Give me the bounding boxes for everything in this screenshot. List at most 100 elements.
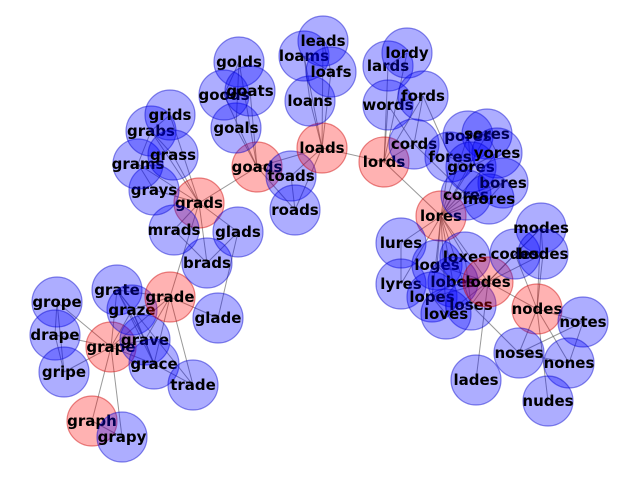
node-goods: goods — [198, 69, 250, 121]
node-grays: grays — [128, 164, 180, 216]
node-circle-loves — [420, 288, 472, 340]
edge-loams-loafs — [303, 55, 332, 73]
node-leads: leads — [297, 15, 349, 67]
edge-bores-mores — [488, 182, 504, 200]
node-circle-lobes — [427, 256, 479, 308]
node-circle-yores — [471, 127, 523, 179]
node-loads: loads — [296, 122, 348, 174]
node-label-grade: grade — [145, 288, 194, 306]
node-circle-loses — [445, 279, 497, 331]
edge-lodes-lades — [475, 281, 489, 381]
node-circle-grabs — [125, 105, 177, 157]
node-circle-golds — [213, 36, 265, 88]
node-label-leads: leads — [300, 32, 345, 50]
edge-grape-grave — [110, 339, 146, 348]
edge-drape-gripe — [54, 334, 65, 373]
node-loans: loans — [284, 75, 336, 127]
node-label-grids: grids — [149, 106, 192, 124]
edge-loads-toads — [290, 147, 323, 177]
node-label-lards: lards — [367, 57, 409, 75]
node-label-bores: bores — [479, 174, 527, 192]
node-circle-mores — [463, 173, 515, 225]
node-lures: lures — [375, 217, 427, 269]
node-circle-cores — [440, 169, 492, 221]
node-circle-bores — [477, 157, 529, 209]
node-label-loxes: loxes — [443, 248, 487, 266]
edge-lores-bores — [440, 182, 504, 217]
edge-gores-yores — [470, 152, 498, 168]
node-cords: cords — [388, 118, 440, 170]
node-label-lopes: lopes — [409, 288, 454, 306]
edge-lobes-lopes — [431, 281, 454, 298]
edge-brads-mrads — [173, 229, 208, 264]
edge-grade-trade — [169, 296, 194, 386]
edge-lords-words — [383, 104, 389, 163]
node-yores: yores — [471, 127, 523, 179]
edge-loads-lords — [321, 147, 385, 163]
node-circle-goats — [224, 65, 276, 117]
edge-lords-cords — [383, 143, 415, 163]
node-lards: lards — [362, 40, 414, 92]
node-label-gripe: gripe — [42, 363, 86, 381]
edge-mrads-grads — [173, 202, 200, 231]
node-cores: cores — [440, 169, 492, 221]
edge-grabs-grads — [150, 130, 200, 204]
edge-grade-graze — [131, 296, 171, 311]
edge-grids-grads — [169, 114, 200, 204]
node-lopes: lopes — [406, 271, 458, 323]
node-label-nudes: nudes — [522, 392, 573, 410]
node-loses: loses — [445, 279, 497, 331]
edge-pores-sores — [467, 133, 488, 137]
node-lyres: lyres — [375, 258, 427, 310]
node-label-words: words — [362, 96, 413, 114]
node-goals: goals — [210, 102, 262, 154]
node-label-pores: pores — [444, 127, 492, 145]
edge-lores-yores — [440, 152, 498, 217]
node-label-roads: roads — [271, 201, 319, 219]
edge-grape-grope — [56, 301, 112, 348]
node-label-grape: grape — [86, 338, 135, 356]
edge-lodes-loves — [445, 281, 489, 315]
edge-lords-lordy — [383, 52, 408, 163]
edge-goads-loads — [256, 147, 323, 168]
node-circle-lyres — [375, 258, 427, 310]
node-label-glade: glade — [195, 309, 242, 327]
node-label-cords: cords — [391, 135, 437, 153]
node-circle-lards — [362, 40, 414, 92]
node-circle-lores — [415, 190, 467, 242]
node-nones: nones — [543, 337, 595, 389]
edge-goads-goods — [223, 94, 258, 168]
edge-glads-grads — [198, 202, 239, 233]
node-modes: modes — [513, 202, 569, 254]
edge-lores-mores — [440, 198, 490, 217]
node-circle-bodes — [517, 228, 569, 280]
node-label-loads: loads — [299, 139, 344, 157]
edge-loans-loams — [303, 55, 311, 102]
node-grave: grave — [119, 314, 171, 366]
node-circle-sores — [461, 108, 513, 160]
node-grapy: grapy — [96, 411, 148, 463]
node-label-cores: cores — [443, 186, 489, 204]
node-circle-lodes — [462, 256, 514, 308]
node-nodes: nodes — [511, 283, 563, 335]
edge-lores-lodes — [440, 215, 489, 283]
edge-grape-graze — [110, 309, 133, 348]
node-label-grass: grass — [150, 146, 196, 164]
node-label-lyres: lyres — [380, 275, 421, 293]
node-circle-grape — [85, 321, 137, 373]
node-label-loans: loans — [287, 92, 332, 110]
node-goats: goats — [224, 65, 276, 117]
edge-grams-grads — [137, 163, 200, 204]
node-circle-roads — [269, 184, 321, 236]
edge-grope-gripe — [56, 301, 65, 373]
node-glade: glade — [192, 292, 244, 344]
edge-goods-golds — [223, 61, 240, 96]
edge-grams-grays — [137, 163, 155, 191]
node-lores: lores — [415, 190, 467, 242]
node-noses: noses — [493, 327, 545, 379]
node-bodes: bodes — [517, 228, 569, 280]
node-label-grave: grave — [121, 331, 169, 349]
node-circle-grams — [112, 138, 164, 190]
node-loxes: loxes — [439, 231, 491, 283]
edge-pores-gores — [467, 135, 472, 168]
